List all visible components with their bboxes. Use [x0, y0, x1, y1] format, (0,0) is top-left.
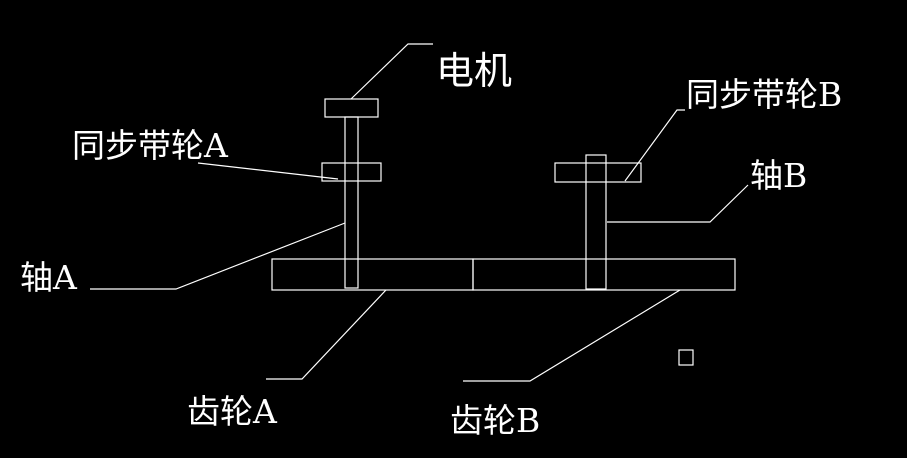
square-marker [678, 349, 694, 366]
label-shaft-a: 轴A [20, 258, 78, 297]
label-gear-a: 齿轮A [187, 392, 278, 431]
gear-a [271, 258, 474, 291]
shaft-b [585, 154, 607, 290]
gear-b [472, 258, 736, 291]
label-gear-b: 齿轮B [450, 401, 540, 440]
motor-body [324, 98, 379, 118]
label-motor: 电机 [436, 49, 512, 93]
shaft-a [344, 116, 359, 289]
leader-motor [350, 43, 433, 100]
label-shaft-b: 轴B [750, 156, 807, 195]
label-pulley-b: 同步带轮B [686, 75, 842, 114]
leader-pulley-a [197, 162, 339, 180]
leader-gear-b [463, 289, 681, 382]
label-pulley-a: 同步带轮A [72, 126, 229, 165]
leader-shaft-a [90, 222, 346, 290]
leader-gear-a [266, 289, 387, 380]
pulley-b [554, 162, 642, 183]
pulley-a [321, 162, 382, 182]
leader-shaft-b [607, 184, 749, 223]
leader-pulley-b [624, 109, 685, 182]
